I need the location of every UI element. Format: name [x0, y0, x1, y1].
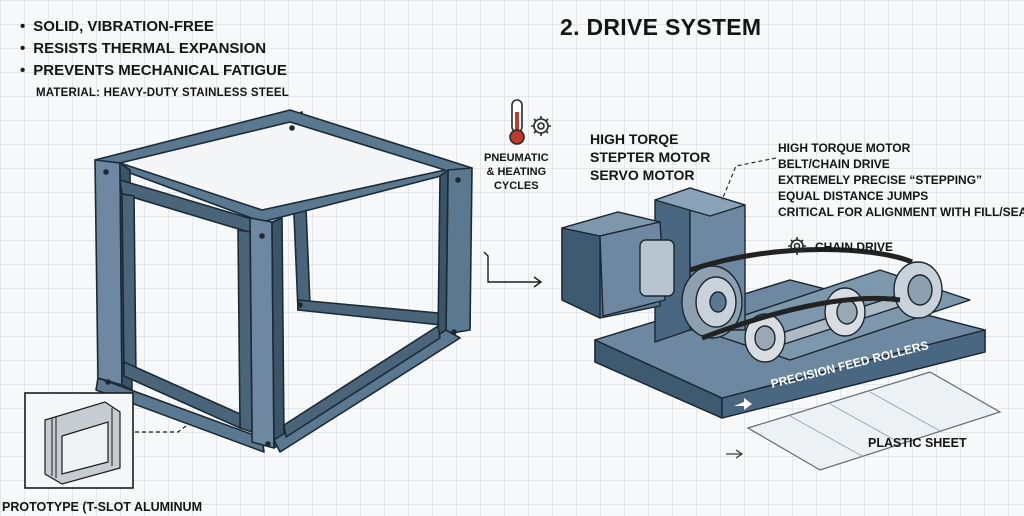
pneumatic-line: CYCLES	[493, 180, 539, 192]
drive-feature-item: EXTREMELY PRECISE “STEPPING”	[778, 173, 983, 187]
drive-feature-item: EQUAL DISTANCE JUMPS	[778, 189, 929, 203]
steel-frame-cube	[94, 109, 473, 453]
section-title: 2. DRIVE SYSTEM	[560, 14, 762, 40]
drive-feature-list: HIGH TORQUE MOTOR BELT/CHAIN DRIVE EXTRE…	[778, 140, 1024, 220]
frame-feature-item: RESISTS THERMAL EXPANSION	[20, 38, 287, 60]
drive-feature-item: BELT/CHAIN DRIVE	[778, 157, 890, 171]
feed-direction-arrow	[726, 449, 744, 459]
motor-line: STEPTER MOTOR	[590, 149, 711, 165]
prototype-caption: PROTOTYPE (T-SLOT ALUMINUM	[2, 500, 202, 514]
pneumatic-line: PNEUMATIC	[484, 152, 549, 164]
drive-feature-item: CRITICAL FOR ALIGNMENT WITH FILL/SEAL	[778, 205, 1024, 219]
thermometer-icon	[509, 99, 525, 145]
drive-machine	[561, 187, 986, 419]
chain-gear-icon	[788, 237, 806, 255]
gear-icon	[531, 116, 551, 136]
arrow-right-icon	[533, 276, 543, 288]
plastic-sheet	[746, 371, 1002, 471]
features-leader-line	[721, 157, 777, 201]
frame-feature-item: SOLID, VIBRATION-FREE	[20, 16, 287, 38]
plastic-sheet-label: PLASTIC SHEET	[868, 436, 967, 450]
pneumatic-line: & HEATING	[486, 166, 547, 178]
drive-feature-item: HIGH TORQUE MOTOR	[778, 141, 911, 155]
chain-drive-label: CHAIN DRIVE	[815, 240, 894, 254]
arrow-right-icon	[734, 398, 752, 410]
motor-line: SERVO MOTOR	[590, 167, 695, 183]
connector-arrow	[483, 251, 540, 283]
frame-feature-list: SOLID, VIBRATION-FREE RESISTS THERMAL EX…	[20, 16, 287, 82]
prototype-inset	[24, 392, 134, 489]
material-note: MATERIAL: HEAVY-DUTY STAINLESS STEEL	[36, 87, 289, 99]
motor-label: HIGH TORQE STEPTER MOTOR SERVO MOTOR	[590, 130, 710, 184]
inset-leader-line	[135, 425, 187, 433]
frame-feature-item: PREVENTS MECHANICAL FATIGUE	[20, 60, 287, 82]
pneumatic-label: PNEUMATIC & HEATING CYCLES	[484, 151, 549, 193]
motor-line: HIGH TORQE	[590, 131, 679, 147]
